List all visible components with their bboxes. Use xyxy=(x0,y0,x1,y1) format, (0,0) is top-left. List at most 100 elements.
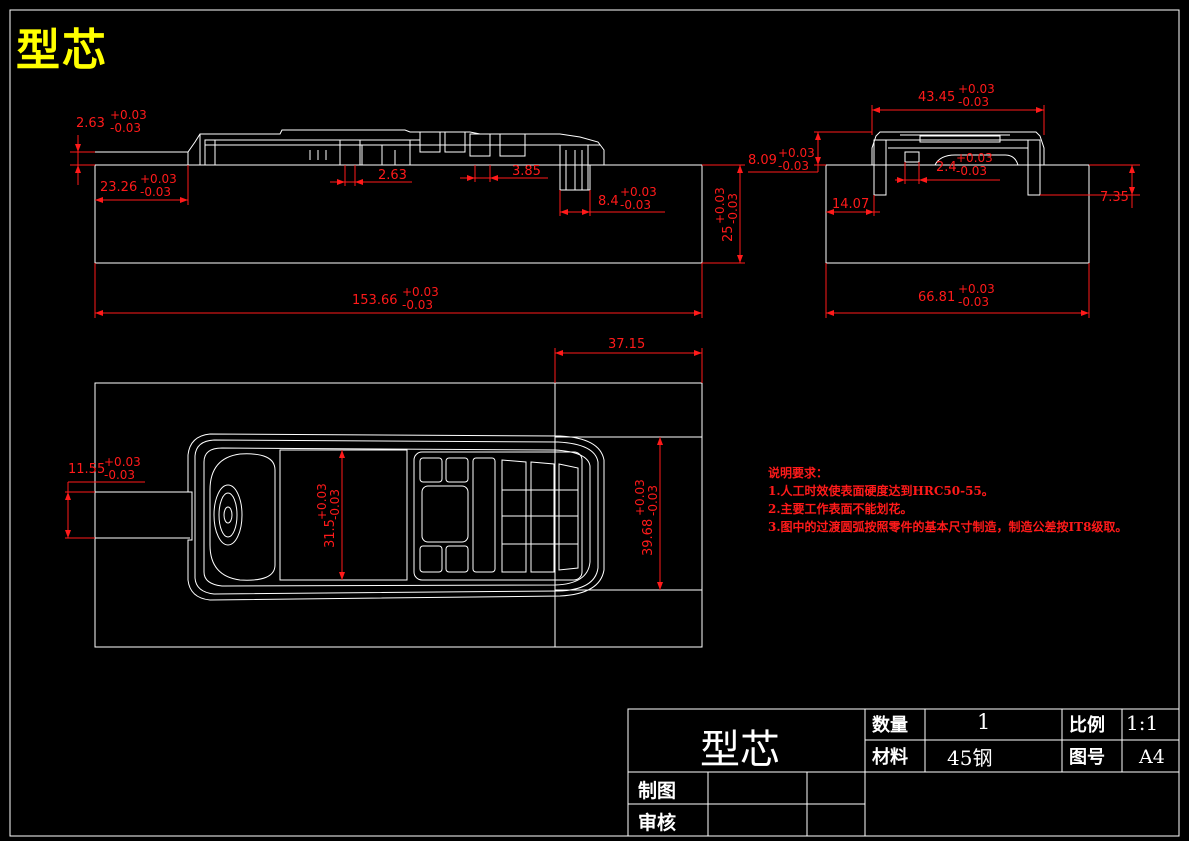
dim-text-1407: 14.07 xyxy=(832,197,869,212)
top-view-key xyxy=(445,457,469,483)
top-view-earpiece xyxy=(209,453,276,581)
dim-tol-plus: +0.03 xyxy=(633,479,647,516)
dim-text-3968: 39.68 xyxy=(641,519,656,556)
title-block-drawn-label: 制图 xyxy=(638,780,677,802)
title-block-scale-label: 比例 xyxy=(1069,715,1105,736)
dim-tol-plus: +0.03 xyxy=(956,151,993,165)
dim-tol-minus: -0.03 xyxy=(104,468,135,482)
dim-tol-minus: -0.03 xyxy=(958,295,989,309)
dim-tol-minus: -0.03 xyxy=(328,489,342,520)
side-view-detail-1 xyxy=(873,139,887,196)
dim-tol-minus: -0.03 xyxy=(110,121,141,135)
title-block-scale-value: 1:1 xyxy=(1126,711,1159,735)
top-view-key xyxy=(419,545,443,573)
front-view xyxy=(94,129,703,264)
front-view-detail-6 xyxy=(361,144,383,166)
side-view-core-profile xyxy=(871,131,1045,165)
arrowhead xyxy=(95,197,103,203)
top-view-dim-arrows xyxy=(65,350,702,590)
front-view-detail-2 xyxy=(199,134,216,166)
dimension-texts: 2.63 +0.03 -0.03 23.26 +0.03 -0.03 2.63 … xyxy=(68,82,1129,556)
arrowhead xyxy=(815,132,821,140)
arrowhead xyxy=(490,175,498,181)
title-block-checked-label: 审核 xyxy=(638,812,677,834)
arrowhead xyxy=(180,197,188,203)
arrowhead xyxy=(737,255,743,263)
dim-text-15366: 153.66 xyxy=(352,293,398,308)
arrowhead xyxy=(467,175,475,181)
side-view-detail-5 xyxy=(904,151,920,163)
dim-tol-minus: -0.03 xyxy=(726,193,740,224)
top-view-phone-inner-2 xyxy=(203,447,591,587)
notes-item-1: 1.人工时效使表面硬度达到HRC50-55。 xyxy=(768,484,994,498)
arrowhead xyxy=(339,450,345,458)
side-view-block xyxy=(825,164,1090,264)
dim-tol-minus: -0.03 xyxy=(402,298,433,312)
title-block-drawing-no-label: 图号 xyxy=(1069,747,1105,768)
arrowhead xyxy=(339,572,345,580)
dim-tol-minus: -0.03 xyxy=(956,164,987,178)
top-view-earpiece-ring-2 xyxy=(218,492,238,538)
arrowhead xyxy=(75,165,81,173)
dim-tol-plus: +0.03 xyxy=(620,185,657,199)
top-view-block xyxy=(94,382,703,648)
dim-text-3715: 37.15 xyxy=(608,337,645,352)
dim-tol-plus: +0.03 xyxy=(958,82,995,96)
front-view-detail-9 xyxy=(469,133,491,157)
arrowhead xyxy=(337,179,345,185)
top-view-earpiece-ring-1 xyxy=(213,484,243,546)
arrowhead xyxy=(826,310,834,316)
top-view-phone-outline xyxy=(187,433,605,601)
title-block-drawing-no-value: A4 xyxy=(1139,746,1165,768)
top-view-nav-key xyxy=(421,485,469,543)
title-block-part-name: 型芯 xyxy=(700,727,780,773)
arrowhead xyxy=(694,310,702,316)
arrowhead xyxy=(897,177,905,183)
front-view-block xyxy=(94,164,703,264)
arrowhead xyxy=(1129,165,1135,173)
side-view xyxy=(825,131,1090,264)
dim-tol-plus: +0.03 xyxy=(110,108,147,122)
top-view-key xyxy=(445,545,469,573)
arrowhead xyxy=(1129,187,1135,195)
front-view-detail-5 xyxy=(339,139,361,166)
dim-text-735: 7.35 xyxy=(1100,190,1129,205)
arrowhead xyxy=(1036,107,1044,113)
side-view-dimensions xyxy=(748,105,1140,318)
side-view-detail-6 xyxy=(934,154,1019,166)
dim-text-1155: 11.55 xyxy=(68,462,105,477)
notes-item-2: 2.主要工作表面不能划花。 xyxy=(768,502,913,516)
top-view-key xyxy=(419,457,443,483)
technical-notes: 说明要求： 1.人工时效使表面硬度达到HRC50-55。 2.主要工作表面不能划… xyxy=(768,464,1168,536)
title-block-material-label: 材料 xyxy=(872,747,908,768)
title-block-material-value: 45钢 xyxy=(947,746,993,770)
dim-text-4345: 43.45 xyxy=(918,90,955,105)
arrowhead xyxy=(1081,310,1089,316)
top-view-keypad-frame xyxy=(413,451,583,581)
arrowhead xyxy=(866,209,874,215)
title-block-grid xyxy=(627,708,1180,837)
dim-tol-minus: -0.03 xyxy=(778,159,809,173)
top-view-key-col xyxy=(501,459,527,573)
arrowhead xyxy=(919,177,927,183)
arrowhead xyxy=(815,157,821,165)
dim-tol-plus: +0.03 xyxy=(713,187,727,224)
dim-text-263-top: 2.63 xyxy=(76,116,105,131)
arrowhead xyxy=(560,209,568,215)
dim-tol-plus: +0.03 xyxy=(104,455,141,469)
front-view-detail-11 xyxy=(559,144,589,191)
arrowhead xyxy=(826,209,834,215)
front-view-detail-10 xyxy=(499,133,526,157)
dim-text-24: 2.4 xyxy=(936,160,957,175)
dim-tol-plus: +0.03 xyxy=(402,285,439,299)
top-view-phone-inner-1 xyxy=(194,439,599,595)
title-block-qty-value: 1 xyxy=(977,710,991,734)
dim-text-263-mid: 2.63 xyxy=(378,168,407,183)
side-view-dim-arrows xyxy=(815,107,1135,316)
side-view-detail-8 xyxy=(919,135,1001,143)
dim-tol-plus: +0.03 xyxy=(778,146,815,160)
side-view-detail-2 xyxy=(1027,139,1041,196)
arrowhead xyxy=(65,492,71,500)
dim-text-385: 3.85 xyxy=(512,164,541,179)
dim-text-3968-group: 39.68 +0.03 -0.03 xyxy=(633,479,660,556)
